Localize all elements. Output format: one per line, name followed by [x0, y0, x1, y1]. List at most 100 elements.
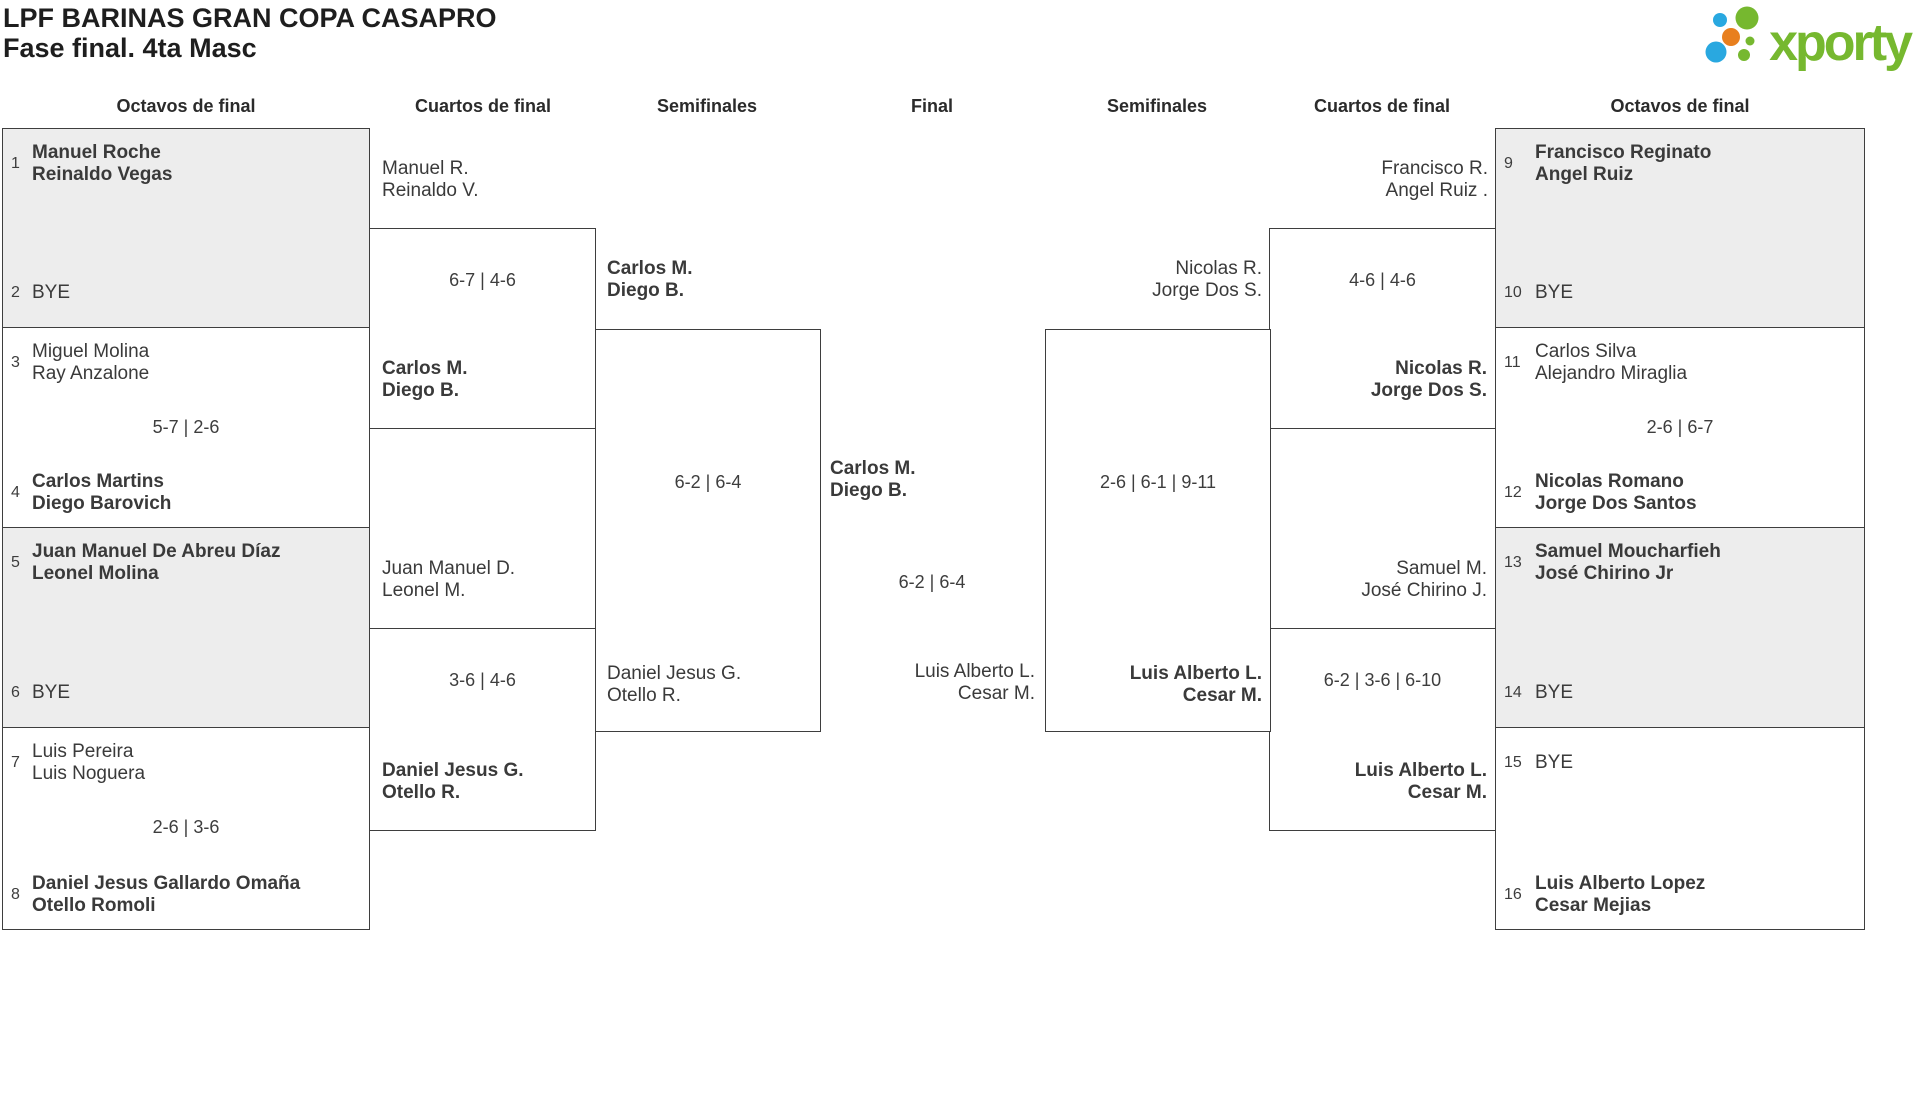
seed-number: 10 — [1504, 284, 1522, 301]
match-score: 3-6 | 4-6 — [449, 670, 516, 690]
advancer-qf2-left-bottom: Daniel Jesus G. Otello R. — [382, 760, 524, 804]
seed-number: 8 — [11, 886, 20, 903]
player-name: Miguel Molina — [32, 341, 150, 362]
player-name: Reinaldo Vegas — [32, 164, 173, 185]
match-box-octavos-left-2[interactable]: 3 Miguel Molina Ray Anzalone 5-7 | 2-6 4… — [2, 327, 370, 528]
player-name: Otello R. — [607, 685, 681, 706]
advancer-sf-left-bottom: Daniel Jesus G. Otello R. — [607, 663, 741, 707]
match-box-cuartos-right-2[interactable]: 6-2 | 3-6 | 6-10 — [1269, 628, 1496, 831]
round-header-cuartos-left: Cuartos de final — [414, 96, 552, 116]
player-name: Francisco Reginato — [1535, 142, 1712, 163]
xporty-dots-icon — [1705, 6, 1759, 63]
final-winner-label: Carlos M. Diego B. — [830, 458, 916, 502]
player-name: BYE — [1535, 682, 1574, 703]
player-name: Cesar M. — [1407, 782, 1487, 803]
round-header-cuartos-right: Cuartos de final — [1313, 96, 1451, 116]
advancer-sf-right-bottom: Luis Alberto L. Cesar M. — [1130, 663, 1262, 707]
match-box-octavos-right-2[interactable]: 11 Carlos Silva Alejandro Miraglia 2-6 |… — [1495, 327, 1865, 528]
match-score: 6-2 | 6-4 — [674, 472, 742, 492]
player-name: José Chirino Jr — [1535, 563, 1674, 584]
player-name: Carlos M. — [607, 258, 693, 279]
match-box-octavos-right-1[interactable]: 9 Francisco Reginato Angel Ruiz 10 BYE — [1495, 128, 1865, 328]
match-box-octavos-left-3[interactable]: 5 Juan Manuel De Abreu Díaz Leonel Molin… — [2, 527, 370, 728]
match-box-octavos-right-3[interactable]: 13 Samuel Moucharfieh José Chirino Jr 14… — [1495, 527, 1865, 728]
match-box-cuartos-right-1[interactable]: 4-6 | 4-6 — [1269, 228, 1496, 429]
player-name: Carlos Martins — [32, 471, 164, 492]
player-name: Angel Ruiz . — [1385, 180, 1488, 201]
team-entry: 9 Francisco Reginato Angel Ruiz — [1496, 142, 1864, 186]
player-name: Cesar M. — [1182, 685, 1262, 706]
advancer-sf-right-top: Nicolas R. Jorge Dos S. — [1152, 258, 1262, 302]
round-header-octavos-left: Octavos de final — [116, 96, 256, 116]
player-name: Jorge Dos Santos — [1535, 493, 1697, 514]
player-name: Nicolas Romano — [1535, 471, 1684, 492]
team-names: BYE — [1535, 741, 1573, 785]
team-names: Manuel Roche Reinaldo Vegas — [32, 142, 172, 186]
player-name: Diego B. — [607, 280, 685, 301]
player-name: Nicolas R. — [1175, 258, 1262, 279]
player-name: Juan Manuel De Abreu Díaz — [32, 541, 281, 562]
player-name: Daniel Jesus G. — [382, 760, 524, 781]
player-name: Angel Ruiz — [1535, 164, 1634, 185]
logo-dot-blue-small — [1713, 13, 1728, 27]
player-name: Jorge Dos S. — [1152, 280, 1262, 301]
player-name: Nicolas R. — [1395, 358, 1487, 379]
player-name: Carlos M. — [830, 458, 916, 479]
logo-dot-green-tiny — [1745, 36, 1755, 46]
match-box-semifinal-right[interactable]: 2-6 | 6-1 | 9-11 — [1045, 329, 1271, 732]
player-name: Manuel R. — [382, 158, 469, 179]
player-name: Leonel Molina — [32, 563, 159, 584]
match-score: 6-7 | 4-6 — [449, 270, 516, 290]
seed-number: 7 — [11, 754, 20, 771]
player-name: Luis Alberto L. — [914, 661, 1035, 682]
player-name: Luis Noguera — [32, 763, 146, 784]
team-entry: 11 Carlos Silva Alejandro Miraglia — [1496, 341, 1864, 385]
team-entry: 8 Daniel Jesus Gallardo Omaña Otello Rom… — [3, 873, 369, 917]
player-name: Cesar Mejias — [1535, 895, 1652, 916]
match-score: 2-6 | 3-6 — [152, 817, 220, 837]
seed-number: 12 — [1504, 484, 1522, 501]
round-header-final: Final — [910, 96, 953, 116]
match-box-cuartos-left-2[interactable]: 3-6 | 4-6 — [369, 628, 596, 831]
match-box-octavos-left-1[interactable]: 1 Manuel Roche Reinaldo Vegas 2 BYE — [2, 128, 370, 328]
match-box-octavos-right-4[interactable]: 15 BYE 16 Luis Alberto Lopez Cesar Mejia… — [1495, 727, 1865, 930]
player-name: Samuel M. — [1396, 558, 1487, 579]
player-name: BYE — [1535, 752, 1574, 773]
team-names: Luis Alberto Lopez Cesar Mejias — [1535, 873, 1705, 917]
player-name: Daniel Jesus G. — [607, 663, 742, 684]
player-name: Juan Manuel D. — [382, 558, 516, 579]
seed-number: 15 — [1504, 754, 1522, 771]
team-names: BYE — [1535, 271, 1573, 315]
team-entry: 5 Juan Manuel De Abreu Díaz Leonel Molin… — [3, 541, 369, 585]
player-name: BYE — [32, 682, 71, 703]
advancer-qf-left-top: Manuel R. Reinaldo V. — [382, 158, 478, 202]
seed-number: 1 — [11, 155, 20, 172]
match-score: 6-2 | 3-6 | 6-10 — [1323, 670, 1442, 690]
team-entry: 1 Manuel Roche Reinaldo Vegas — [3, 142, 369, 186]
match-box-semifinal-left[interactable]: 6-2 | 6-4 — [595, 329, 821, 732]
xporty-logo[interactable]: xporty — [1705, 6, 1913, 69]
player-name: Leonel M. — [382, 580, 466, 601]
player-name: Alejandro Miraglia — [1535, 363, 1688, 384]
player-name: Luis Alberto Lopez — [1535, 873, 1706, 894]
seed-number: 2 — [11, 284, 20, 301]
round-header-semis-left: Semifinales — [656, 96, 758, 116]
team-entry: 15 BYE — [1496, 741, 1864, 785]
advancer-qf2-right-top: Samuel M. José Chirino J. — [1361, 558, 1487, 602]
team-names: Daniel Jesus Gallardo Omaña Otello Romol… — [32, 873, 300, 917]
player-name: Luis Alberto L. — [1354, 760, 1487, 781]
advancer-qf-right-bottom: Nicolas R. Jorge Dos S. — [1371, 358, 1487, 402]
match-score: 5-7 | 2-6 — [152, 417, 220, 437]
logo-dot-green-small — [1738, 49, 1751, 61]
seed-number: 14 — [1504, 684, 1522, 701]
advancer-qf-left-bottom: Carlos M. Diego B. — [382, 358, 468, 402]
match-score: 2-6 | 6-7 — [1646, 417, 1714, 437]
team-entry: 14 BYE — [1496, 671, 1864, 715]
team-names: BYE — [32, 271, 70, 315]
match-box-cuartos-left-1[interactable]: 6-7 | 4-6 — [369, 228, 596, 429]
player-name: Otello Romoli — [32, 895, 156, 916]
player-name: Cesar M. — [957, 683, 1035, 704]
player-name: Daniel Jesus Gallardo Omaña — [32, 873, 301, 894]
match-box-octavos-left-4[interactable]: 7 Luis Pereira Luis Noguera 2-6 | 3-6 8 … — [2, 727, 370, 930]
